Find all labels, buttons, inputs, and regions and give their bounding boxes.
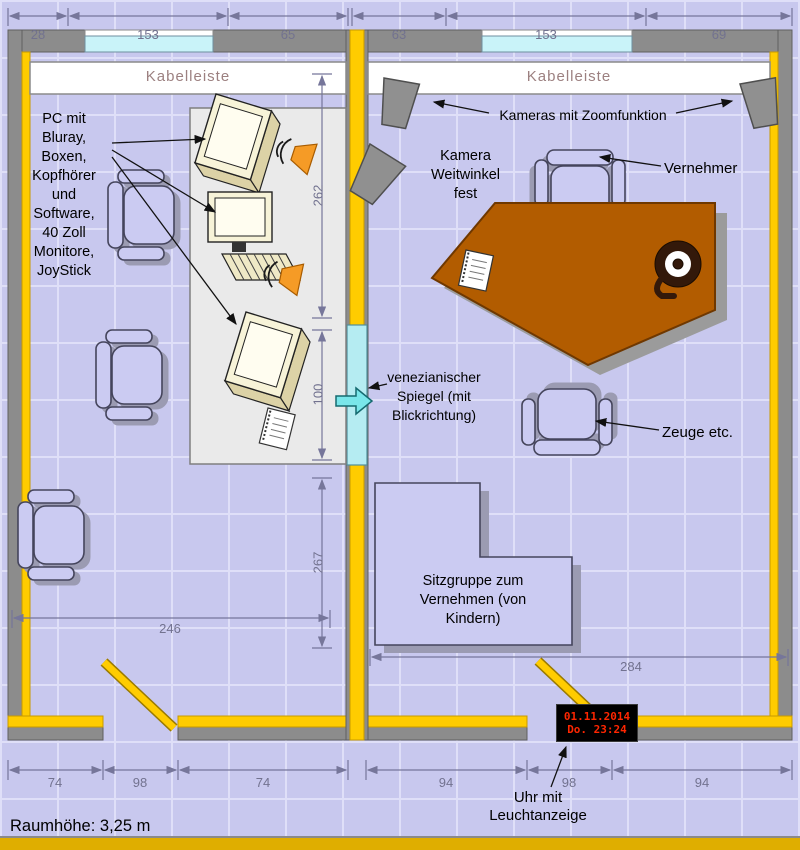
pc-label-line: JoyStick [37, 263, 91, 279]
pc-label-line: Kopfhörer [32, 168, 96, 184]
dim-bottom-4: 94 [438, 775, 454, 790]
mirror-label: venezianischer Spiegel (mit Blickrichtun… [380, 368, 488, 425]
dim-room-width-right [369, 649, 789, 666]
pc-label-line: Boxen, [41, 149, 87, 165]
dim-vert-2: 100 [310, 383, 326, 406]
camera-wide-angle [349, 142, 407, 206]
dim-chain-top [7, 8, 793, 26]
cable-duct-left-label: Kabelleiste [145, 68, 231, 85]
camera-wide-line: Weitwinkel [430, 167, 501, 183]
clock-display: 01.11.2014 Do. 23:24 [556, 704, 638, 742]
dim-top-4: 63 [391, 27, 407, 42]
dim-bottom-2: 98 [132, 775, 148, 790]
camera-wide-label: Kamera Weitwinkel fest [418, 147, 513, 204]
arrow-to-clock [550, 745, 567, 788]
interview-desk [430, 202, 727, 375]
dim-width-right: 284 [620, 659, 642, 674]
camera-zoom-right [739, 76, 779, 130]
seating-label-line: Sitzgruppe zum [422, 573, 524, 589]
seating-group [374, 482, 581, 653]
pc-unit [207, 191, 302, 281]
clock-label-line: Leuchtanzeige [489, 807, 587, 824]
mirror-label-line: venezianischer [387, 369, 481, 385]
seating-group-label: Sitzgruppe zum Vernehmen (von Kindern) [380, 572, 566, 629]
dim-room-width-left [11, 610, 331, 628]
dim-bottom-6: 94 [694, 775, 710, 790]
clock-date: 01.11.2014 [563, 710, 631, 723]
mirror-label-line: Blickrichtung) [391, 407, 477, 423]
arrow-to-camera-left [432, 99, 490, 114]
dim-width-left: 246 [159, 621, 181, 636]
clock-time: Do. 23:24 [567, 723, 627, 736]
dim-top-5: 153 [535, 27, 557, 42]
office-chair-2 [95, 329, 169, 426]
pc-label-line: und [51, 187, 77, 203]
dim-bottom-3: 74 [255, 775, 271, 790]
seating-label-line: Vernehmen (von [419, 592, 527, 608]
witness-chair [521, 382, 618, 456]
clock-label: Uhr mit Leuchtanzeige [476, 789, 600, 825]
witness-label: Zeuge etc. [662, 424, 733, 441]
dim-bottom-1: 74 [47, 775, 63, 790]
dim-top-2: 153 [137, 27, 159, 42]
annotation-arrows [111, 98, 734, 788]
dim-chain-bottom [7, 760, 793, 780]
pc-label-line: Bluray, [41, 130, 87, 146]
arrow-to-camera-right [675, 98, 734, 114]
arrow-to-interviewer [598, 154, 662, 167]
camera-zoom-left [381, 77, 421, 130]
arrow-pc-to-pc [111, 149, 217, 213]
cable-duct-left [29, 61, 347, 95]
camera-wide-line: Kamera [440, 148, 491, 164]
cable-duct-right-label: Kabelleiste [526, 68, 612, 85]
pc-label-line: Software, [33, 206, 95, 222]
office-chair-3 [17, 489, 91, 586]
right-wall [769, 29, 793, 741]
window-right [481, 29, 633, 53]
recorder-phone [654, 240, 702, 299]
bottom-wall [7, 715, 793, 741]
dim-top-6: 69 [711, 27, 727, 42]
dim-top-1: 28 [30, 27, 46, 42]
bottom-wall-strip [0, 838, 800, 850]
pc-equipment-label: PC mit Bluray, Boxen, Kopfhörer und Soft… [16, 110, 112, 281]
center-wall [345, 29, 369, 741]
arrow-to-mirror [367, 381, 388, 391]
mirror-label-line: Spiegel (mit [397, 388, 471, 404]
arrow-pc-to-monitor2 [111, 156, 237, 326]
clock-label-line: Uhr mit [513, 789, 563, 806]
view-direction-arrow [335, 386, 374, 416]
seating-label-line: Kindern) [445, 611, 501, 627]
interviewer-label: Vernehmer [664, 160, 738, 177]
camera-wide-line: fest [453, 186, 478, 202]
dim-bottom-5: 98 [561, 775, 577, 790]
pc-label-line: PC mit [42, 111, 86, 127]
pc-label-line: Monitore, [33, 244, 95, 260]
window-left [84, 29, 214, 53]
door-left [100, 658, 178, 732]
top-wall [7, 29, 793, 53]
dim-vert-1: 262 [310, 184, 326, 207]
arrow-to-witness [594, 417, 660, 431]
pc-label-line: 40 Zoll [42, 225, 86, 241]
dim-top-3: 65 [280, 27, 296, 42]
dim-vert-3: 267 [310, 551, 326, 574]
room-height-note: Raumhöhe: 3,25 m [10, 817, 151, 835]
arrow-pc-to-monitor1 [111, 134, 207, 144]
cameras-zoom-label: Kameras mit Zoomfunktion [499, 107, 667, 123]
